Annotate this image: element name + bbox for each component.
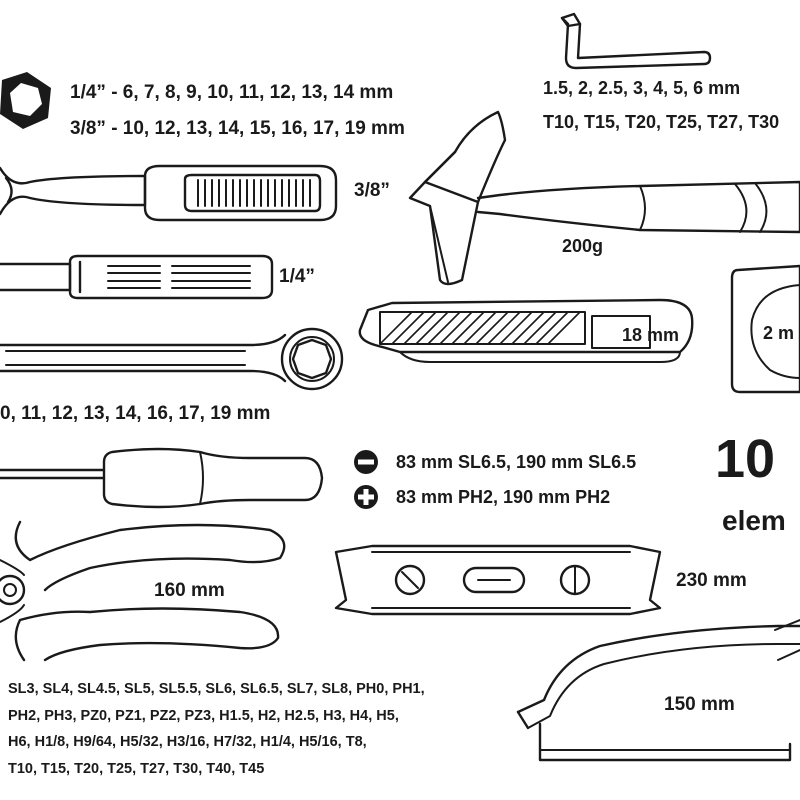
hammer-image — [408, 110, 800, 286]
socket-sizes-quarter: 1/4” - 6, 7, 8, 9, 10, 11, 12, 13, 14 mm — [70, 82, 394, 103]
wrench-sizes: 0, 11, 12, 13, 14, 16, 17, 19 mm — [0, 403, 271, 424]
minus-icon — [354, 450, 378, 474]
screwdriver-image — [0, 447, 324, 509]
bits-list: SL3, SL4, SL4.5, SL5, SL5.5, SL6, SL6.5,… — [8, 676, 425, 782]
screwdriver-phillips-sizes: 83 mm PH2, 190 mm PH2 — [396, 487, 611, 507]
pliers-length: 160 mm — [154, 580, 225, 601]
hammer-weight: 200g — [562, 236, 604, 256]
bits-line-3: H6, H1/8, H9/64, H5/32, H3/16, H7/32, H1… — [8, 734, 367, 750]
hex-socket-icon — [0, 72, 51, 129]
bits-line-2: PH2, PH3, PZ0, PZ1, PZ2, PZ3, H1.5, H2, … — [8, 707, 399, 724]
level-length: 230 mm — [676, 570, 747, 591]
pliers-image — [0, 520, 286, 662]
hacksaw-image — [516, 619, 800, 762]
bits-line-4: T10, T15, T20, T25, T27, T30, T40, T45 — [8, 760, 265, 777]
ratchet-small-label: 1/4” — [279, 266, 315, 287]
plus-icon — [354, 485, 378, 509]
tape-length: 2 m — [763, 323, 795, 343]
hex-key-image — [560, 12, 712, 70]
screwdriver-slotted-sizes: 83 mm SL6.5, 190 mm SL6.5 — [396, 452, 637, 472]
ratchet-large-label: 3/8” — [354, 180, 390, 201]
utility-knife-image — [358, 298, 694, 363]
bits-line-1: SL3, SL4, SL4.5, SL5, SL5.5, SL6, SL6.5,… — [8, 681, 425, 697]
element-count: 10 — [715, 429, 776, 489]
ratchet-small-image — [0, 254, 274, 300]
knife-width: 18 mm — [622, 325, 680, 345]
element-word: elem — [722, 505, 786, 536]
hex-key-sizes: 1.5, 2, 2.5, 3, 4, 5, 6 mm — [543, 78, 741, 98]
spirit-level-image — [334, 544, 662, 616]
ratchet-large-image — [0, 164, 338, 222]
torx-key-sizes: T10, T15, T20, T25, T27, T30 — [543, 112, 780, 132]
wrench-image — [0, 327, 344, 391]
socket-sizes-three-eighths: 3/8” - 10, 12, 13, 14, 15, 16, 17, 19 mm — [70, 118, 405, 139]
tape-measure-image — [730, 264, 800, 394]
saw-length: 150 mm — [664, 694, 735, 715]
